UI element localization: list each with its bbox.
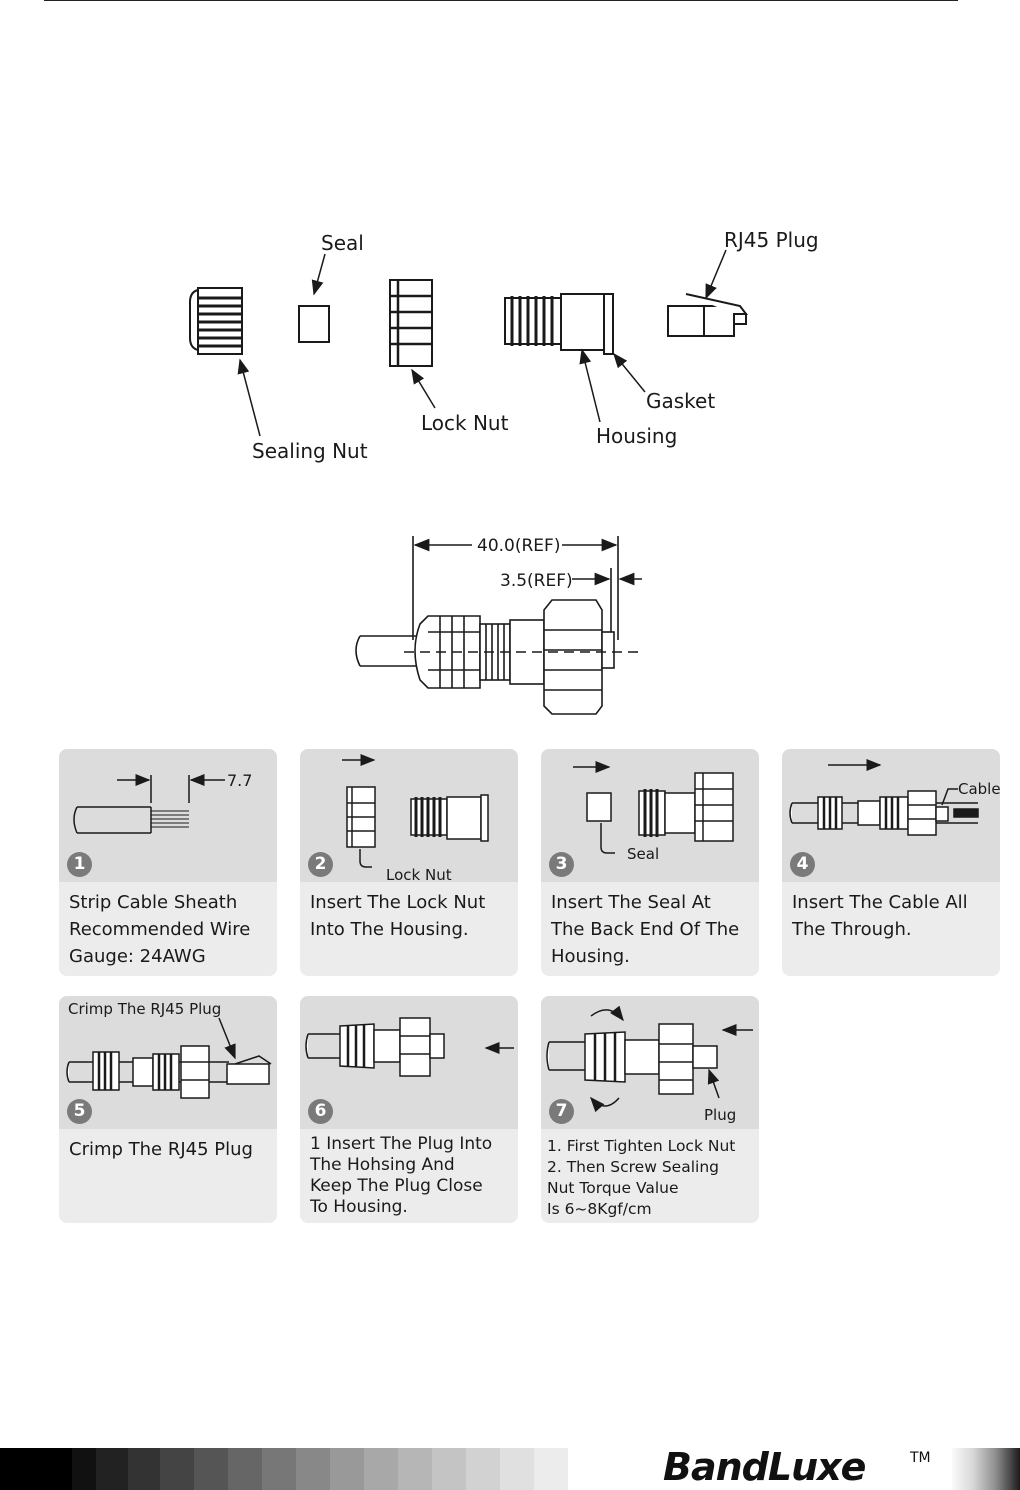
step-caption: Insert The Seal At The Back End Of The H… bbox=[551, 892, 740, 967]
cable-annotation: Cable bbox=[958, 780, 1000, 798]
crimp-annotation: Crimp The RJ45 Plug bbox=[68, 1000, 221, 1018]
step-caption: 1. First Tighten Lock Nut 2. Then Screw … bbox=[547, 1137, 736, 1218]
step-card-6: 6 1 Insert The Plug Into The Hohsing And… bbox=[300, 996, 518, 1223]
seal-annotation: Seal bbox=[627, 845, 659, 863]
step-caption: Strip Cable Sheath Recommended Wire Gaug… bbox=[69, 892, 251, 967]
offset-length-label: 3.5(REF) bbox=[500, 571, 573, 591]
insert-cable-illustration: Cable bbox=[789, 759, 1000, 836]
footer-gradient-bar bbox=[0, 1448, 568, 1490]
housing-label: Housing bbox=[596, 424, 677, 448]
gasket-label: Gasket bbox=[646, 389, 715, 413]
step-card-4: Cable 4 Insert The Cable All The Through… bbox=[782, 749, 1000, 976]
dimension-diagram: 40.0(REF) 3.5(REF) bbox=[355, 536, 642, 715]
sealing-nut-part bbox=[189, 287, 243, 355]
bandluxe-logo: BandLuxe bbox=[663, 1445, 866, 1489]
step-card-5: Crimp The RJ45 Plug 5 Crimp The RJ45 Plu… bbox=[59, 996, 277, 1223]
insert-plug-illustration bbox=[305, 1017, 514, 1077]
crimp-plug-illustration: Crimp The RJ45 Plug bbox=[66, 1000, 272, 1099]
trademark-mark: TM bbox=[910, 1450, 931, 1466]
housing-part bbox=[504, 293, 614, 355]
strip-length-label: 7.7 bbox=[227, 771, 252, 790]
footer-end-gradient bbox=[952, 1448, 1020, 1490]
lock-nut-label: Lock Nut bbox=[421, 411, 509, 435]
step-number-badge: 5 bbox=[67, 1099, 92, 1124]
overall-length-label: 40.0(REF) bbox=[477, 536, 560, 556]
tighten-nut-illustration: Plug bbox=[546, 1005, 753, 1124]
step-number-badge: 2 bbox=[308, 852, 333, 877]
top-rule bbox=[44, 0, 958, 1]
sealing-nut-label: Sealing Nut bbox=[252, 439, 368, 463]
step-card-2: Lock Nut 2 Insert The Lock Nut Into The … bbox=[300, 749, 518, 976]
rj45-plug-label: RJ45 Plug bbox=[724, 228, 819, 252]
step-number-badge: 7 bbox=[549, 1099, 574, 1124]
step-card-7: Plug 7 1. First Tighten Lock Nut 2. Then… bbox=[541, 996, 759, 1223]
strip-sheath-illustration: 7.7 bbox=[73, 771, 252, 834]
lock-nut-part bbox=[389, 279, 433, 367]
parts-diagram: Seal RJ45 Plug Sealing Nut Lock Nut Gask… bbox=[189, 228, 819, 463]
insert-seal-illustration: Seal bbox=[573, 761, 734, 863]
step-number-badge: 1 bbox=[67, 852, 92, 877]
step-caption: Insert The Lock Nut Into The Housing. bbox=[310, 892, 486, 940]
step-number-badge: 4 bbox=[790, 852, 815, 877]
step-number-badge: 6 bbox=[308, 1099, 333, 1124]
step-caption: 1 Insert The Plug Into The Hohsing And K… bbox=[310, 1134, 493, 1217]
lock-nut-annotation: Lock Nut bbox=[386, 866, 452, 882]
step-caption: Crimp The RJ45 Plug bbox=[69, 1139, 253, 1160]
step-card-1: 7.7 1 Strip Cable Sheath Recommended Wir… bbox=[59, 749, 277, 976]
insert-lock-nut-illustration: Lock Nut bbox=[342, 754, 489, 882]
step-number-badge: 3 bbox=[549, 852, 574, 877]
seal-part bbox=[298, 305, 330, 343]
seal-label: Seal bbox=[321, 231, 364, 255]
rj45-plug-part bbox=[667, 293, 748, 337]
plug-annotation: Plug bbox=[704, 1106, 736, 1124]
step-card-3: Seal 3 Insert The Seal At The Back End O… bbox=[541, 749, 759, 976]
step-caption: Insert The Cable All The Through. bbox=[792, 892, 968, 940]
